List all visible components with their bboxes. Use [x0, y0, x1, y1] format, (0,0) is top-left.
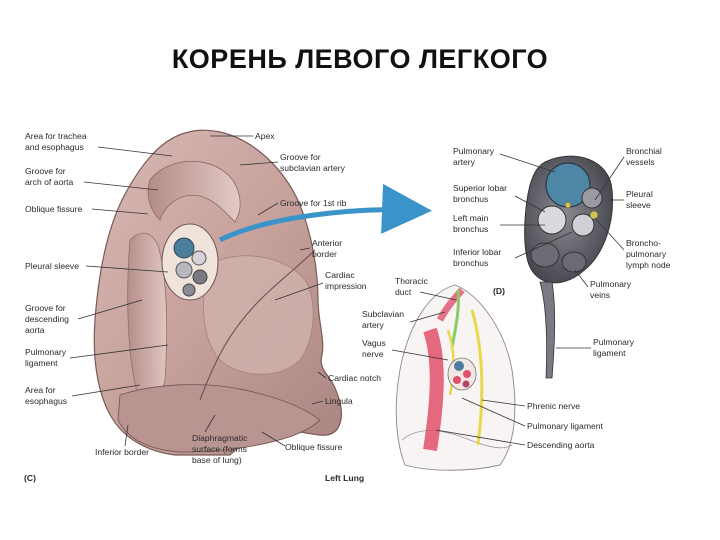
vagus-nerve-yellow [446, 329, 455, 396]
label-inferior-border: Inferior border [95, 447, 149, 457]
label-e-subclavian-artery-line2: artery [362, 320, 385, 330]
label-cardiac-impression-line2: impression [325, 281, 367, 291]
label-subclavian-groove-line2: subclavian artery [280, 163, 346, 173]
cardiac-impression [203, 255, 314, 375]
label-desc-aorta-groove-line2: descending [25, 314, 69, 324]
label-pulmonary-ligament-c-line1: Pulmonary [25, 347, 67, 357]
panel-c-caption: Left Lung [325, 473, 364, 483]
descending-aorta-red [423, 327, 444, 452]
label-d-pulmonary-ligament-line2: ligament [593, 348, 626, 358]
label-aortic-groove-line1: Groove for [25, 166, 66, 176]
label-d-bronchial-vessels-line1: Bronchial [626, 146, 662, 156]
label-e-thoracic-duct-line2: duct [395, 287, 412, 297]
label-d-pulmonary-veins-line2: veins [590, 290, 610, 300]
panel-c-left-labels: Area for trachea and esophagus Groove fo… [25, 131, 343, 465]
phrenic-nerve-yellow [470, 309, 484, 446]
panel-d-labels: Pulmonary artery Superior lobar bronchus… [453, 146, 671, 358]
oblique-fissure-line [199, 249, 316, 401]
label-d-bronchial-vessels-line2: vessels [626, 157, 655, 167]
label-d-pulmonary-artery-line1: Pulmonary [453, 146, 495, 156]
panel-d-tag: (D) [493, 286, 505, 296]
label-e-descending-aorta: Descending aorta [527, 440, 595, 450]
left-lung-medial-view: (C) Left Lung [24, 129, 364, 483]
label-anterior-border-line1: Anterior [312, 238, 342, 248]
zoom-arrow [218, 183, 432, 243]
root-closeup-d: (D) [493, 155, 614, 379]
label-d-bronchopulmonary-line1: Broncho- [626, 238, 661, 248]
label-aortic-groove-line2: arch of aorta [25, 177, 73, 187]
slide-title: КОРЕНЬ ЛЕВОГО ЛЕГКОГО [171, 44, 549, 74]
label-first-rib-groove: Groove for 1st rib [280, 198, 347, 208]
label-lingula: Lingula [325, 396, 353, 406]
label-d-left-main-line2: bronchus [453, 224, 488, 234]
descending-aorta-groove [127, 232, 168, 405]
label-pulmonary-ligament-c-line2: ligament [25, 358, 58, 368]
label-d-superior-lobar-line2: bronchus [453, 194, 488, 204]
mediastinal-sketch-e [395, 284, 516, 471]
label-d-inferior-lobar-line2: bronchus [453, 258, 488, 268]
diaphragmatic-surface [117, 384, 321, 453]
label-d-pleural-sleeve-line1: Pleural [626, 189, 653, 199]
label-cardiac-notch: Cardiac notch [328, 373, 381, 383]
label-d-bronchopulmonary-line2: pulmonary [626, 249, 667, 259]
label-anterior-border-line2: border [312, 249, 337, 259]
label-cardiac-impression-line1: Cardiac [325, 270, 355, 280]
label-d-inferior-lobar-line1: Inferior lobar [453, 247, 501, 257]
panel-c-tag: (C) [24, 473, 36, 483]
label-e-thoracic-duct-line1: Thoracic [395, 276, 429, 286]
label-apex: Apex [255, 131, 275, 141]
label-d-superior-lobar-line1: Superior lobar [453, 183, 507, 193]
label-subclavian-groove-line1: Groove for [280, 152, 321, 162]
panel-c-right-labels: Apex Groove for subclavian artery Groove… [210, 131, 381, 406]
label-d-pulmonary-veins-line1: Pulmonary [590, 279, 632, 289]
label-diaphragmatic-line2: surface (forms [192, 444, 247, 454]
label-diaphragmatic-line3: base of lung) [192, 455, 242, 465]
aortic-arch-groove [147, 160, 241, 223]
label-d-pulmonary-ligament-line1: Pulmonary [593, 337, 635, 347]
hilum-root-c [161, 223, 219, 301]
label-area-trachea-line1: Area for trachea [25, 131, 87, 141]
label-e-subclavian-artery-line1: Subclavian [362, 309, 404, 319]
label-oblique-fissure-bottom: Oblique fissure [285, 442, 343, 452]
label-pleural-sleeve: Pleural sleeve [25, 261, 79, 271]
subclavian-artery-red [436, 287, 465, 322]
label-d-bronchopulmonary-line3: lymph node [626, 260, 671, 270]
label-e-vagus-nerve-line2: nerve [362, 349, 384, 359]
hilum-root-e [447, 357, 477, 391]
label-diaphragmatic-line1: Diaphragmatic [192, 433, 248, 443]
label-oblique-fissure: Oblique fissure [25, 204, 83, 214]
label-e-vagus-nerve-line1: Vagus [362, 338, 386, 348]
label-d-pleural-sleeve-line2: sleeve [626, 200, 651, 210]
label-desc-aorta-groove-line3: aorta [25, 325, 45, 335]
label-area-esophagus-line1: Area for [25, 385, 56, 395]
label-d-pulmonary-artery-line2: artery [453, 157, 476, 167]
panel-e-labels: Thoracic duct Subclavian artery Vagus ne… [362, 276, 604, 450]
label-d-left-main-line1: Left main [453, 213, 489, 223]
label-e-pulmonary-ligament: Pulmonary ligament [527, 421, 604, 431]
label-area-esophagus-line2: esophagus [25, 396, 67, 406]
label-e-phrenic-nerve: Phrenic nerve [527, 401, 580, 411]
label-area-trachea-line2: and esophagus [25, 142, 84, 152]
label-desc-aorta-groove-line1: Groove for [25, 303, 66, 313]
